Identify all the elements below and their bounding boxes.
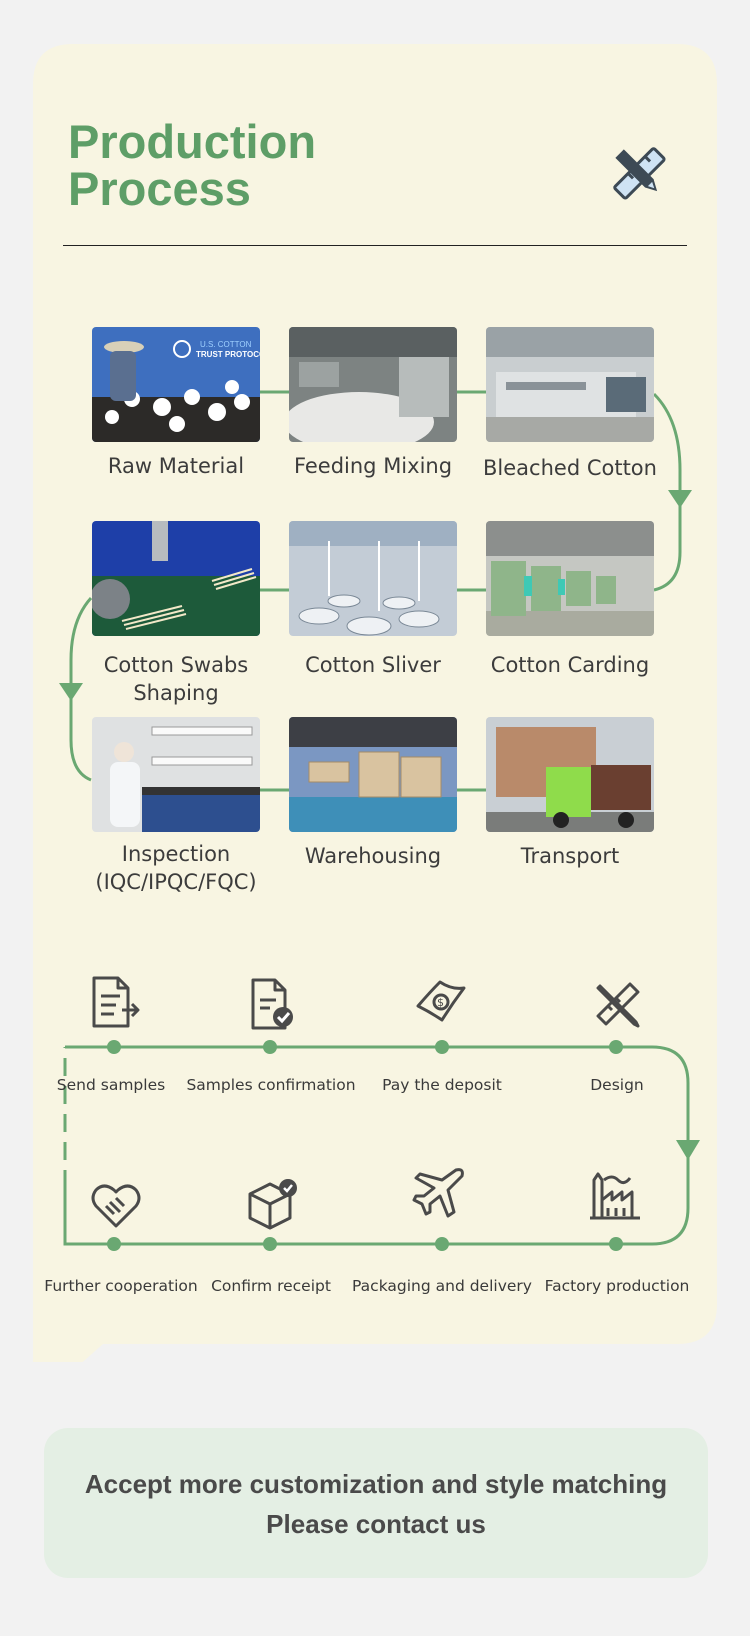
title-divider xyxy=(63,245,687,246)
money-bill-icon: $ xyxy=(416,980,466,1022)
inspection-image xyxy=(92,717,260,832)
svg-text:$: $ xyxy=(437,996,444,1009)
ruler-pencil-icon xyxy=(596,982,640,1028)
step-label: Transport xyxy=(520,844,620,868)
pencil-ruler-icon xyxy=(613,147,666,200)
page-title: Production Process xyxy=(68,115,317,215)
cotton-sliver-image xyxy=(289,521,457,636)
bleached-cotton-image xyxy=(486,327,654,442)
feeding-mixing-image xyxy=(289,327,457,442)
cotton-carding-image xyxy=(486,521,654,636)
transport-image xyxy=(486,717,654,832)
document-send-icon xyxy=(92,976,140,1028)
flow-label: Pay the deposit xyxy=(382,1076,502,1094)
flow-label: Send samples xyxy=(56,1076,166,1094)
flow-label: Design xyxy=(590,1076,644,1094)
document-check-icon xyxy=(251,978,293,1030)
factory-icon xyxy=(590,1172,640,1220)
cotton-swabs-shaping-image xyxy=(92,521,260,636)
banner-line2: Please contact us xyxy=(266,1509,486,1539)
step-label: Warehousing xyxy=(304,844,442,868)
airplane-icon xyxy=(412,1168,464,1218)
raw-material-image: U.S. COTTON TRUST PROTOCOL xyxy=(92,327,260,442)
step-label: Feeding Mixing xyxy=(293,454,453,478)
flow-label: Confirm receipt xyxy=(211,1277,331,1295)
warehousing-image xyxy=(289,717,457,832)
flow-label: Factory production xyxy=(544,1277,690,1295)
flow-label: Samples confirmation xyxy=(186,1076,356,1094)
handshake-icon xyxy=(91,1184,141,1228)
step-label: Bleached Cotton xyxy=(483,456,657,480)
step-label: Cotton Swabs Shaping xyxy=(103,653,249,705)
step-label: Inspection (IQC/IPQC/FQC) xyxy=(95,842,257,894)
badge-line2: TRUST PROTOCOL xyxy=(196,350,260,359)
step-label: Cotton Carding xyxy=(490,653,650,677)
flow-label: Further cooperation xyxy=(44,1277,198,1295)
flow-label: Packaging and delivery xyxy=(352,1277,532,1295)
step-label: Cotton Sliver xyxy=(305,653,441,677)
step-label: Raw Material xyxy=(107,454,245,478)
box-check-icon xyxy=(248,1179,297,1230)
banner-line1: Accept more customization and style matc… xyxy=(84,1469,668,1499)
badge-line1: U.S. COTTON xyxy=(200,340,252,349)
contact-banner[interactable]: Accept more customization and style matc… xyxy=(44,1428,708,1578)
